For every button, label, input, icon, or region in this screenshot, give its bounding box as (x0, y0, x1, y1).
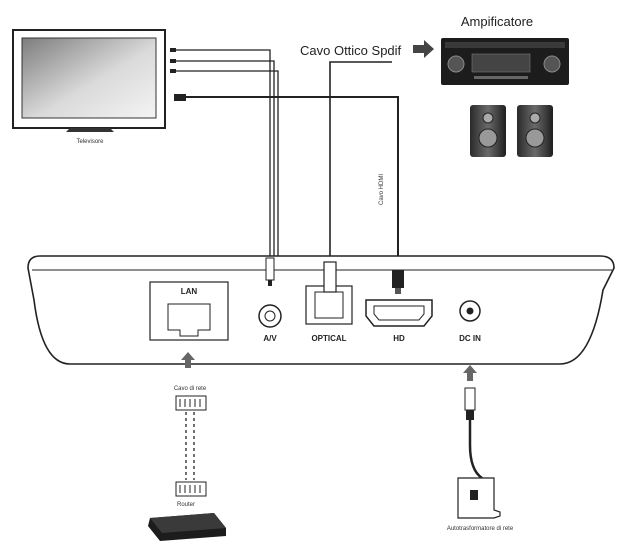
av-cable-1 (176, 49, 271, 258)
amplifier-knob-left (447, 55, 465, 73)
network-plug-top-pins (179, 399, 201, 407)
tv-stand (66, 128, 114, 132)
speakers (470, 105, 553, 157)
av-plug (265, 257, 275, 281)
optical-port-label: OPTICAL (311, 334, 346, 343)
amplifier-buttons (474, 76, 528, 79)
av-cable-2 (176, 60, 275, 258)
amplifier-label: Ampificatore (461, 14, 533, 29)
tv-av-plug-3 (170, 69, 176, 73)
arrow-up-icon (463, 365, 477, 381)
av-plug-tip (268, 280, 272, 286)
av-socket-inner (264, 310, 276, 322)
tv-label: Televisore (76, 139, 104, 145)
network-plug-top (175, 395, 207, 411)
amplifier-knob-right (543, 55, 561, 73)
tv-av-plug-2 (170, 59, 176, 63)
tv-screen (21, 37, 157, 119)
arrow-right-icon (413, 40, 434, 58)
optical-plug (323, 261, 337, 293)
dc-in-port: DC IN (459, 300, 481, 343)
hdmi-port-label: HD (393, 334, 405, 343)
optical-cable-label: Cavo Ottico Spdif (300, 43, 402, 58)
lan-port-label: LAN (181, 287, 198, 296)
speaker-right-tweeter (529, 112, 541, 124)
optical-cable-annotation: Cavo Ottico Spdif (300, 40, 434, 58)
dc-in-port-label: DC IN (459, 334, 481, 343)
speaker-right-woofer (525, 128, 545, 148)
hdmi-plug-tip (395, 288, 401, 294)
power-plug-collar (466, 410, 474, 420)
amplifier-display (471, 53, 531, 73)
network-cable-wire (185, 412, 195, 480)
optical-socket (314, 291, 344, 319)
speaker-left-woofer (478, 128, 498, 148)
tv-av-plug-1 (170, 48, 176, 52)
router: Router (148, 502, 226, 541)
power-adapter: Autotrasformatore di rete (447, 387, 514, 532)
optical-port: OPTICAL (305, 261, 353, 343)
hdmi-socket-inner (373, 305, 425, 321)
power-plug (464, 387, 476, 411)
optical-cable (329, 61, 392, 262)
amplifier: Ampificatore (441, 14, 569, 85)
hdmi-plug (392, 270, 404, 288)
av-port-label: A/V (263, 334, 277, 343)
arrows (181, 352, 477, 381)
television: Televisore (12, 29, 166, 145)
hdmi-port: HD (365, 270, 433, 343)
cables (176, 49, 399, 270)
amplifier-top-panel (445, 42, 565, 48)
power-cable (468, 420, 483, 480)
arrow-up-icon (181, 352, 195, 368)
network-cable: Cavo di rete (174, 386, 207, 497)
tv-connectors (170, 48, 186, 101)
tv-hdmi-plug (174, 94, 186, 101)
network-plug-bottom (175, 481, 207, 497)
hdmi-cable-label: Cavo HDMI (379, 174, 385, 205)
hdmi-cable (186, 96, 399, 270)
power-adapter-body (457, 477, 501, 519)
router-label: Router (177, 502, 195, 508)
power-adapter-led (470, 490, 478, 500)
router-top (150, 513, 226, 533)
av-cable-3 (176, 70, 279, 258)
av-port: A/V (258, 257, 282, 343)
network-plug-bottom-pins (179, 485, 201, 493)
speaker-left-tweeter (482, 112, 494, 124)
lan-socket (167, 303, 211, 337)
network-cable-label: Cavo di rete (174, 386, 207, 392)
power-adapter-label: Autotrasformatore di rete (447, 526, 514, 532)
lan-port: LAN (149, 281, 229, 341)
dc-in-pin (466, 307, 474, 315)
